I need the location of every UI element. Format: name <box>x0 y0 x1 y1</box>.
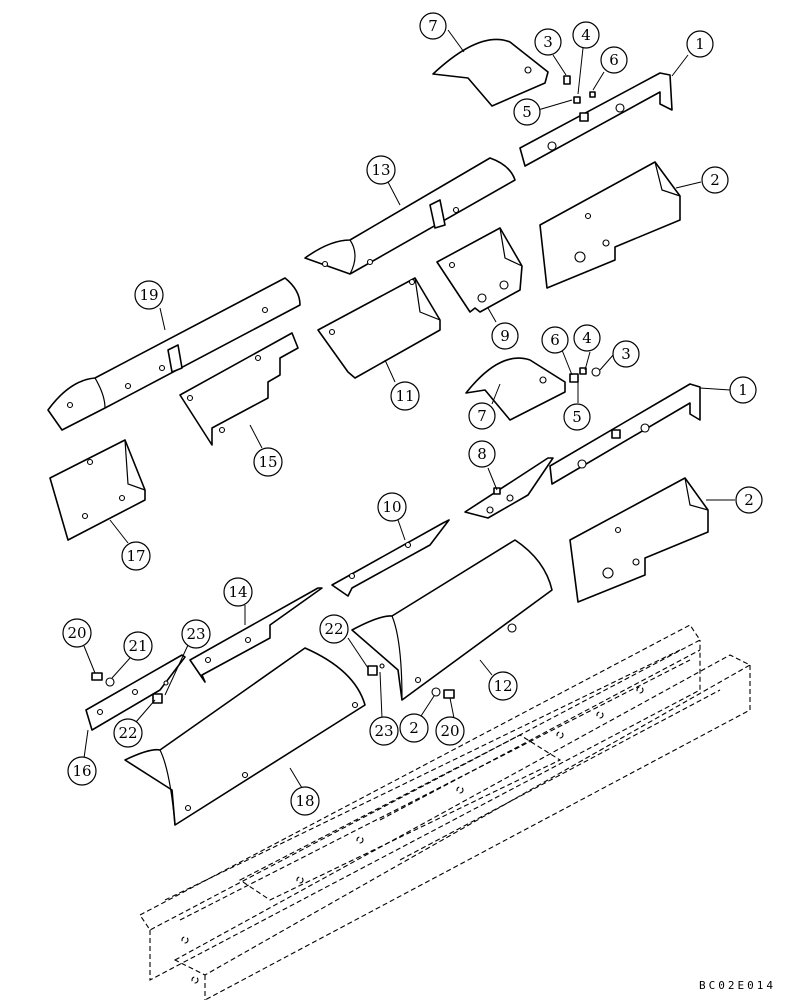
part-15-plate <box>179 332 299 446</box>
part-11-plate <box>317 277 441 379</box>
callout-7-middle: 7 <box>468 402 496 430</box>
svg-text:22: 22 <box>324 620 343 638</box>
svg-text:4: 4 <box>582 329 592 347</box>
part-2-cover-middle <box>569 477 709 603</box>
svg-text:18: 18 <box>295 792 314 810</box>
svg-text:23: 23 <box>186 625 205 643</box>
part-14-bracket <box>189 587 323 683</box>
svg-text:20: 20 <box>67 624 86 642</box>
frame-dashed-outline <box>139 624 752 1000</box>
callout-11: 11 <box>390 381 420 411</box>
callout-22-left: 22 <box>113 718 143 748</box>
svg-text:16: 16 <box>72 762 91 780</box>
svg-text:10: 10 <box>382 498 401 516</box>
callout-23-right: 23 <box>369 716 399 746</box>
callout-6-top: 6 <box>600 46 628 74</box>
callout-23-left: 23 <box>181 619 211 649</box>
part-17-plate <box>49 439 146 541</box>
svg-text:15: 15 <box>258 453 277 471</box>
callout-6-middle: 6 <box>541 326 569 354</box>
svg-text:20: 20 <box>440 722 459 740</box>
part-10-bracket <box>331 519 450 597</box>
callout-9: 9 <box>491 322 519 350</box>
part-19-cover-long <box>47 277 301 431</box>
callout-14: 14 <box>223 577 253 607</box>
part-12-cover <box>351 539 553 701</box>
callout-2-top: 2 <box>701 166 729 194</box>
callout-3-top: 3 <box>534 28 562 56</box>
svg-text:17: 17 <box>126 547 145 565</box>
svg-text:6: 6 <box>550 331 560 349</box>
svg-text:5: 5 <box>572 408 582 426</box>
callout-15: 15 <box>253 447 283 477</box>
svg-text:1: 1 <box>738 381 748 399</box>
part-9-plate <box>436 227 523 313</box>
callout-1-middle: 1 <box>729 376 757 404</box>
callout-13: 13 <box>366 155 396 185</box>
svg-text:12: 12 <box>493 677 512 695</box>
hardware-bolts-nuts <box>91 663 455 704</box>
svg-text:7: 7 <box>477 407 487 425</box>
svg-text:2: 2 <box>409 719 419 737</box>
svg-text:14: 14 <box>228 583 247 601</box>
part-1-bracket-top <box>519 72 673 167</box>
svg-text:2: 2 <box>744 491 754 509</box>
callout-21: 21 <box>123 631 153 661</box>
callout-5-middle: 5 <box>563 403 591 431</box>
svg-text:23: 23 <box>374 722 393 740</box>
part-18-cover-long <box>124 647 366 826</box>
callout-20-right: 20 <box>435 716 465 746</box>
callout-16: 16 <box>67 756 97 786</box>
part-2-cover-top <box>539 161 681 289</box>
callout-5-top: 5 <box>513 98 541 126</box>
part-7-cover-top <box>432 38 549 107</box>
leader-lines <box>83 29 735 789</box>
callout-2-middle: 2 <box>735 486 763 514</box>
svg-text:8: 8 <box>477 445 487 463</box>
callout-12: 12 <box>488 671 518 701</box>
callout-4-top: 4 <box>572 21 600 49</box>
svg-text:3: 3 <box>621 345 631 363</box>
svg-text:9: 9 <box>500 327 510 345</box>
svg-text:19: 19 <box>139 286 158 304</box>
callout-4-middle: 4 <box>573 324 601 352</box>
svg-text:1: 1 <box>695 35 705 53</box>
part-13-cover <box>304 157 516 275</box>
svg-text:13: 13 <box>371 161 390 179</box>
callout-3-middle: 3 <box>612 340 640 368</box>
svg-text:11: 11 <box>395 387 414 405</box>
callout-22-right: 22 <box>319 614 349 644</box>
part-8-bracket <box>464 457 554 519</box>
callout-7-top: 7 <box>419 12 447 40</box>
svg-text:6: 6 <box>609 51 619 69</box>
svg-text:21: 21 <box>128 637 147 655</box>
svg-text:22: 22 <box>118 724 137 742</box>
callout-17: 17 <box>121 541 151 571</box>
callout-10: 10 <box>377 492 407 522</box>
svg-text:4: 4 <box>581 26 591 44</box>
svg-text:7: 7 <box>428 17 438 35</box>
callout-19: 19 <box>134 280 164 310</box>
diagram-code-label: BC02E014 <box>699 979 776 992</box>
callout-18: 18 <box>290 786 320 816</box>
part-16-bracket <box>85 654 186 731</box>
callout-20-left: 20 <box>62 618 92 648</box>
svg-text:3: 3 <box>543 33 553 51</box>
part-7-cover-middle <box>465 357 601 421</box>
callout-2-lower: 2 <box>399 713 429 743</box>
callout-1-top: 1 <box>686 30 714 58</box>
svg-text:5: 5 <box>522 103 532 121</box>
part-1-bracket-middle <box>549 383 701 485</box>
callout-8: 8 <box>468 440 496 468</box>
svg-text:2: 2 <box>710 171 720 189</box>
